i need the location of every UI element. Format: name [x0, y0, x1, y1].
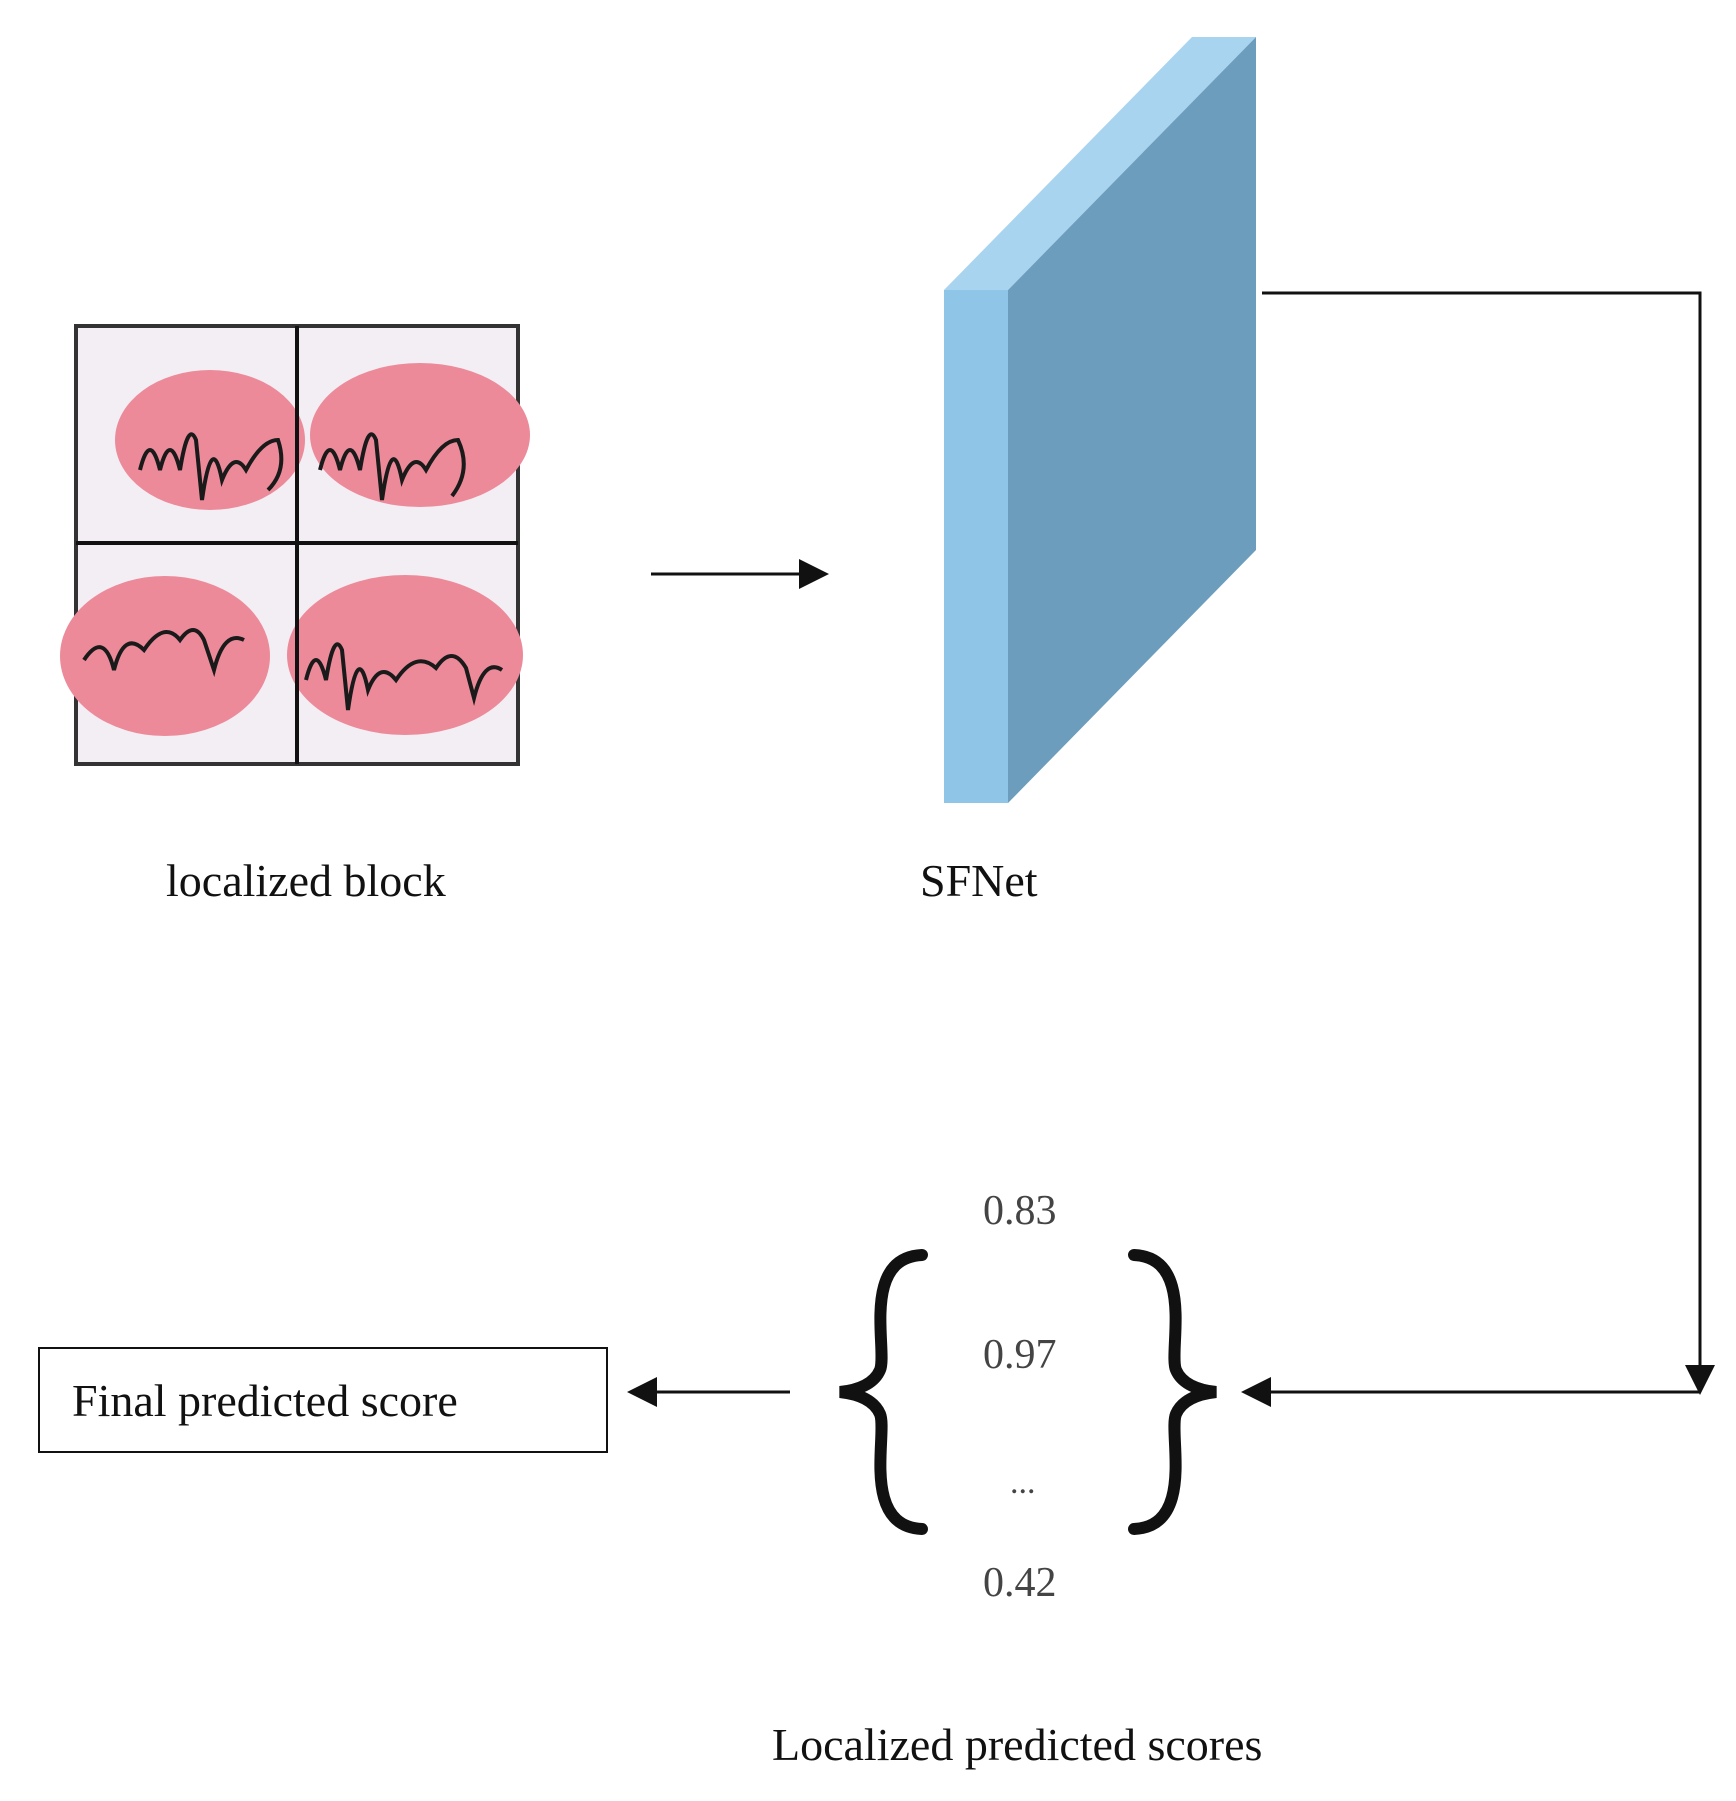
sfnet-top-face — [944, 37, 1256, 290]
sfnet-label: SFNet — [920, 855, 1038, 906]
signature-tile-top-left — [115, 370, 305, 510]
localized-block-grid — [60, 324, 530, 766]
score-1: 0.83 — [983, 1188, 1057, 1234]
score-2: 0.97 — [983, 1332, 1057, 1378]
signature-tile-top-right — [310, 363, 530, 507]
sfnet-layer-block — [944, 37, 1256, 803]
left-brace — [839, 1249, 928, 1535]
final-score-label: Final predicted score — [72, 1374, 458, 1426]
sfnet-front-face — [944, 290, 1008, 803]
signature-tile-bottom-left — [60, 576, 270, 736]
scores-caption: Localized predicted scores — [772, 1719, 1263, 1770]
score-last: 0.42 — [983, 1560, 1057, 1606]
final-score-box: Final predicted score — [38, 1347, 608, 1453]
connector-sfnet-right — [1262, 291, 1715, 1395]
localized-block-label: localized block — [166, 855, 446, 906]
signature-tile-bottom-right — [287, 575, 523, 735]
sfnet-side-face — [1008, 37, 1256, 803]
score-ellipsis: ... — [1010, 1464, 1036, 1501]
right-brace — [1128, 1249, 1217, 1535]
